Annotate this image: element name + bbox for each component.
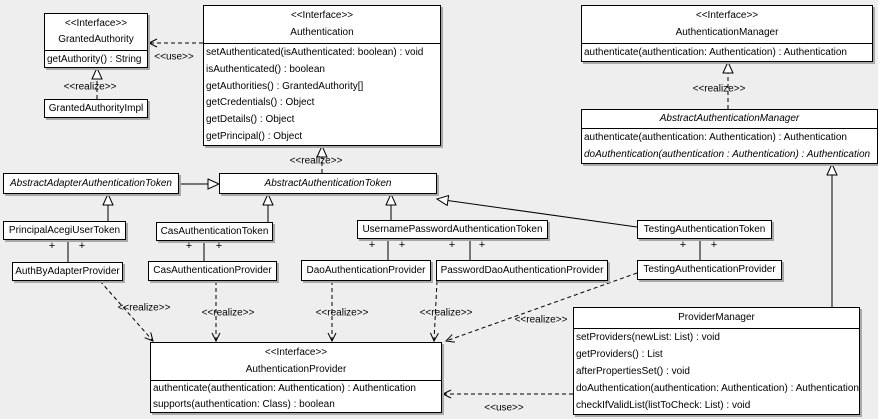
multiplicity-plus: +: [679, 239, 687, 251]
method-row: doAuthentication(authentication: Authent…: [576, 383, 859, 394]
multiplicity-plus: +: [368, 239, 376, 251]
realize-label-granted-authority-impl: <<realize>>: [63, 81, 117, 93]
class-name: AbstractAdapterAuthenticationToken: [10, 177, 172, 189]
multiplicity-plus: +: [48, 240, 56, 252]
class-abstract-authentication-token[interactable]: AbstractAuthenticationToken: [219, 173, 437, 194]
class-name: AuthenticationManager: [675, 26, 779, 38]
method-row: authenticate(authentication: Authenticat…: [584, 132, 847, 143]
class-provider-manager[interactable]: ProviderManager setProviders(newList: Li…: [573, 307, 860, 415]
class-name: UsernamePasswordAuthenticationToken: [362, 223, 543, 235]
multiplicity-plus: +: [478, 239, 486, 251]
multiplicity-plus: +: [710, 239, 718, 251]
class-name: ProviderManager: [678, 312, 755, 323]
class-name: PrincipalAcegiUserToken: [8, 224, 121, 236]
class-granted-authority[interactable]: <<Interface>> GrantedAuthority getAuthor…: [44, 13, 148, 68]
multiplicity-plus: +: [448, 239, 456, 251]
method-row: checkIfValidList(listToCheck: List) : vo…: [576, 400, 751, 411]
class-auth-by-adapter-provider[interactable]: AuthByAdapterProvider: [12, 262, 123, 281]
method-row: setProviders(newList: List) : void: [576, 332, 720, 343]
method-row: getCredentials() : Object: [206, 97, 315, 109]
method-row: getAuthorities() : GrantedAuthority[]: [206, 80, 364, 92]
class-name: Authentication: [290, 26, 354, 38]
class-name: DaoAuthenticationProvider: [306, 264, 426, 276]
class-authentication-provider[interactable]: <<Interface>> AuthenticationProvider aut…: [150, 342, 442, 413]
class-name: CasAuthenticationToken: [160, 225, 269, 237]
class-name: TestingAuthenticationProvider: [643, 264, 776, 275]
class-name: CasAuthenticationProvider: [153, 265, 272, 276]
method-row: getPrincipal() : Object: [206, 131, 303, 143]
class-cas-authentication-token[interactable]: CasAuthenticationToken: [156, 222, 273, 241]
method-row: getDetails() : Object: [206, 114, 295, 126]
class-principal-acegi-user-token[interactable]: PrincipalAcegiUserToken: [3, 221, 126, 240]
realize-label-dao-authentication-provider: <<realize>>: [315, 307, 369, 319]
use-label-provider-manager: <<use>>: [484, 402, 524, 414]
multiplicity-plus: +: [398, 239, 406, 251]
method-row: isAuthenticated() : boolean: [206, 63, 325, 75]
realize-label-abstract-authentication-token: <<realize>>: [289, 155, 343, 167]
realize-label-password-dao-authentication-provider: <<realize>>: [419, 307, 473, 319]
method-row: authenticate(authentication: Authenticat…: [153, 383, 416, 395]
class-authentication-manager[interactable]: <<Interface>> AuthenticationManager auth…: [581, 5, 873, 62]
class-authentication[interactable]: <<Interface>> Authentication setAuthenti…: [203, 5, 441, 146]
multiplicity-plus: +: [215, 240, 223, 252]
class-abstract-adapter-authentication-token[interactable]: AbstractAdapterAuthenticationToken: [3, 173, 179, 194]
realize-label-auth-by-adapter-provider: <<realize>>: [117, 302, 171, 314]
class-password-dao-authentication-provider[interactable]: PasswordDaoAuthenticationProvider: [436, 260, 608, 281]
class-name: TestingAuthenticationToken: [643, 223, 766, 235]
class-dao-authentication-provider[interactable]: DaoAuthenticationProvider: [301, 260, 431, 281]
class-name: AbstractAuthenticationToken: [264, 177, 392, 189]
method-row: doAuthentication(authentication : Authen…: [584, 149, 871, 160]
class-name: AuthenticationProvider: [245, 363, 347, 375]
class-username-password-authentication-token[interactable]: UsernamePasswordAuthenticationToken: [357, 220, 548, 239]
stereotype-label: <<Interface>>: [64, 18, 128, 29]
class-name: GrantedAuthority: [58, 34, 134, 45]
realize-label-abstract-authentication-manager: <<realize>>: [692, 83, 746, 95]
method-row: getAuthority() : String: [47, 53, 142, 65]
class-granted-authority-impl[interactable]: GrantedAuthorityImpl: [44, 99, 148, 118]
stereotype-label: <<Interface>>: [290, 10, 354, 22]
method-row: authenticate(authentication: Authenticat…: [584, 47, 847, 58]
multiplicity-plus: +: [78, 240, 86, 252]
method-row: setAuthenticated(isAuthenticated: boolea…: [206, 46, 424, 58]
method-row: getProviders() : List: [576, 349, 663, 360]
class-name: AuthByAdapterProvider: [15, 265, 120, 277]
multiplicity-plus: +: [185, 240, 193, 252]
class-testing-authentication-provider[interactable]: TestingAuthenticationProvider: [637, 260, 782, 280]
method-row: supports(authentication: Class) : boolea…: [153, 398, 335, 410]
class-abstract-authentication-manager[interactable]: AbstractAuthenticationManager authentica…: [581, 109, 878, 164]
use-label-granted-authority: <<use>>: [154, 51, 194, 63]
class-name: PasswordDaoAuthenticationProvider: [440, 264, 604, 276]
class-name: AbstractAuthenticationManager: [659, 113, 800, 124]
realize-label-testing-authentication-provider: <<realize>>: [514, 314, 568, 326]
stereotype-label: <<Interface>>: [264, 347, 328, 359]
method-row: afterPropertiesSet() : void: [576, 366, 690, 377]
class-testing-authentication-token[interactable]: TestingAuthenticationToken: [637, 220, 772, 239]
stereotype-label: <<Interface>>: [695, 10, 759, 22]
realize-label-cas-authentication-provider: <<realize>>: [201, 307, 255, 319]
class-cas-authentication-provider[interactable]: CasAuthenticationProvider: [148, 261, 277, 281]
class-name: GrantedAuthorityImpl: [48, 102, 144, 114]
